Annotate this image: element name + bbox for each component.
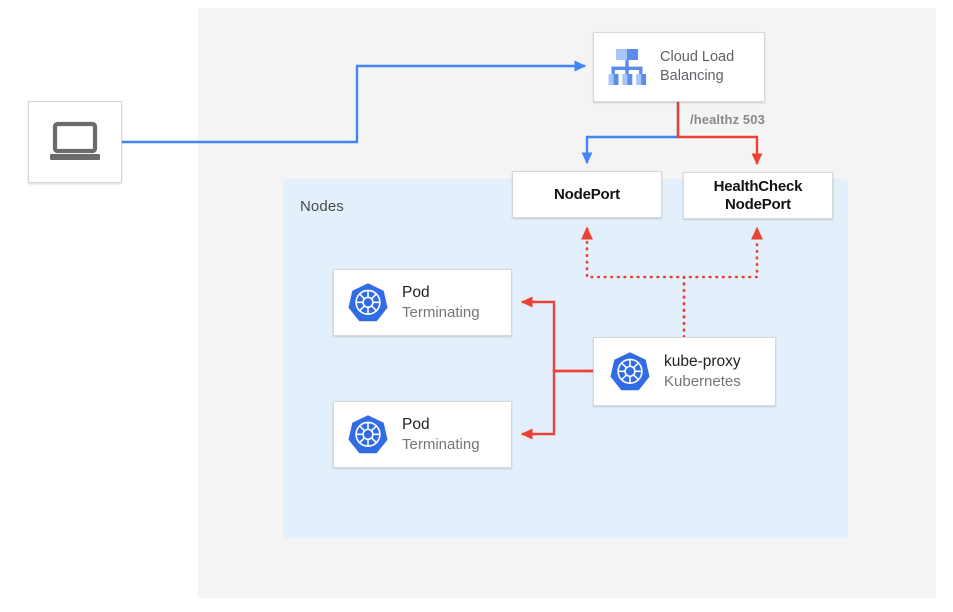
cloud-load-balancing-icon xyxy=(608,49,647,85)
cloud-load-balancing-node[interactable]: Cloud Load Balancing xyxy=(593,32,765,102)
healthcheck-nodeport-node[interactable]: HealthCheck NodePort xyxy=(683,172,833,219)
nodeport-node[interactable]: NodePort xyxy=(512,171,662,218)
healthcheck-nodeport-label-line1: HealthCheck xyxy=(713,177,803,195)
pod-2-text: Pod Terminating xyxy=(402,415,480,455)
pod-1-status: Terminating xyxy=(402,303,480,321)
pod-1-text: Pod Terminating xyxy=(402,283,480,323)
client-node[interactable] xyxy=(28,101,122,183)
cloud-load-balancing-label-line2: Balancing xyxy=(660,68,724,84)
pod-node-2[interactable]: Pod Terminating xyxy=(333,401,512,468)
kubernetes-icon xyxy=(348,414,388,453)
healthz-edge-label: /healthz 503 xyxy=(690,112,765,127)
kube-proxy-node[interactable]: kube-proxy Kubernetes xyxy=(593,337,776,406)
healthcheck-nodeport-label: HealthCheck NodePort xyxy=(714,178,803,214)
pod-2-title: Pod xyxy=(402,415,430,433)
kube-proxy-title: kube-proxy xyxy=(664,352,741,370)
kubernetes-icon xyxy=(610,351,650,390)
pod-node-1[interactable]: Pod Terminating xyxy=(333,269,512,336)
kube-proxy-text: kube-proxy Kubernetes xyxy=(664,352,741,392)
laptop-icon xyxy=(50,121,100,160)
kubernetes-icon xyxy=(348,282,388,321)
kube-proxy-subtitle: Kubernetes xyxy=(664,372,741,390)
cloud-load-balancing-label-line1: Cloud Load xyxy=(660,49,735,65)
pod-1-title: Pod xyxy=(402,283,430,301)
nodeport-label: NodePort xyxy=(554,185,620,203)
nodes-region-label: Nodes xyxy=(300,198,344,215)
healthcheck-nodeport-label-line2: NodePort xyxy=(725,195,791,213)
pod-2-status: Terminating xyxy=(402,435,480,453)
cloud-load-balancing-label: Cloud Load Balancing xyxy=(660,48,734,86)
